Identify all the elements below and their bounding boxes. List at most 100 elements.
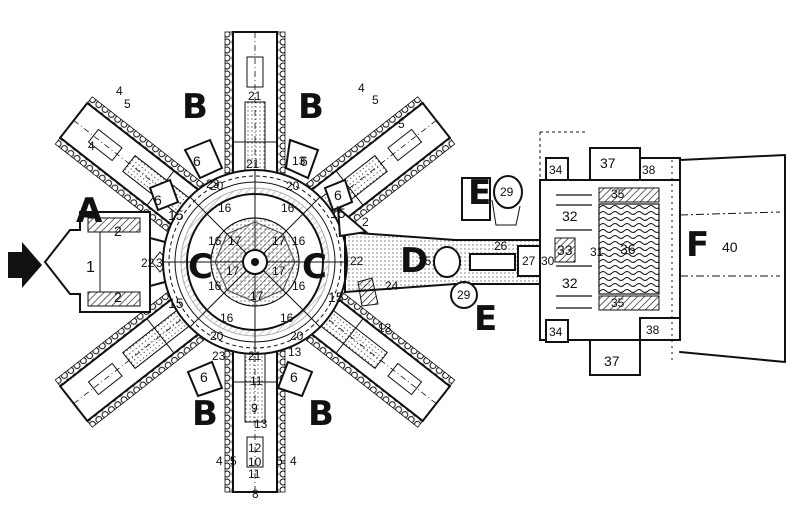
room-number: 13 xyxy=(378,321,392,335)
room-number: 17 xyxy=(226,264,240,278)
zone-label-f: F xyxy=(686,225,709,265)
room-number: 32 xyxy=(562,275,578,291)
room-number: 5 xyxy=(372,93,379,107)
room-numbers: 1 2 2 22 3 15 15 15 15 2 22 24 13 16 16 … xyxy=(86,81,738,501)
room-number: 23 xyxy=(212,349,226,363)
room-number: 16 xyxy=(220,311,234,325)
room-number: 17 xyxy=(272,234,286,248)
entrance-arrow-icon xyxy=(8,242,42,288)
room-number: 20 xyxy=(286,179,300,193)
room-number: 2 xyxy=(114,289,122,305)
room-number: 16 xyxy=(281,201,295,215)
room-number: 35 xyxy=(611,296,625,310)
room-number: 5 xyxy=(124,97,131,111)
room-number: 24 xyxy=(385,279,399,293)
zone-label-d: D xyxy=(400,241,428,281)
room-number: 2 xyxy=(362,215,369,229)
room-number: 31 xyxy=(590,245,604,259)
room-number: 27 xyxy=(522,254,536,268)
room-number: 6 xyxy=(154,192,162,208)
room-number: 5 xyxy=(276,454,283,468)
room-number: 40 xyxy=(722,239,738,255)
room-number: 21 xyxy=(246,157,260,171)
zone-label-b: B xyxy=(308,394,334,434)
room-number: 2 xyxy=(114,223,122,239)
room-number: 16 xyxy=(208,279,222,293)
room-number: 26 xyxy=(494,239,508,253)
central-rotunda xyxy=(162,169,348,355)
room-number: 4 xyxy=(216,454,223,468)
room-number: 4 xyxy=(290,454,297,468)
room-number: 15 xyxy=(168,207,184,223)
zone-label-b: B xyxy=(192,394,218,434)
zone-label-c: C xyxy=(188,247,213,287)
zone-label-b: B xyxy=(298,87,324,127)
room-number: 22 xyxy=(350,254,364,268)
room-number: 13 xyxy=(292,154,306,168)
room-number: 16 xyxy=(208,234,222,248)
room-number: 22 xyxy=(141,256,155,270)
zone-label-a: A xyxy=(76,191,103,231)
room-number: 16 xyxy=(292,234,306,248)
room-number: 11 xyxy=(248,467,261,481)
room-number: 37 xyxy=(604,353,620,369)
room-number: 21 xyxy=(248,89,262,103)
room-number: 5 xyxy=(230,454,237,468)
room-number: 6 xyxy=(334,187,342,203)
room-number: 6 xyxy=(300,153,308,169)
room-number: 1 xyxy=(86,259,95,276)
zone-label-e: E xyxy=(474,299,497,339)
room-number: 4 xyxy=(358,81,365,95)
room-number: 36 xyxy=(620,241,636,257)
room-number: 23 xyxy=(206,177,220,191)
room-number: 29 xyxy=(500,185,514,199)
room-number: 8 xyxy=(252,487,259,501)
room-number: 34 xyxy=(549,325,563,339)
zone-label-b: B xyxy=(182,87,208,127)
service-block xyxy=(539,131,786,376)
room-number: 11 xyxy=(250,374,263,388)
room-number: 16 xyxy=(280,311,294,325)
central-corridor xyxy=(336,205,541,307)
room-number: 20 xyxy=(210,179,224,193)
room-number: 15 xyxy=(330,205,346,221)
guard-posts xyxy=(148,138,354,398)
room-number: 13 xyxy=(254,417,268,431)
room-number: 17 xyxy=(228,234,242,248)
room-number: 20 xyxy=(210,329,224,343)
room-number: 3 xyxy=(156,256,163,270)
room-number: 4 xyxy=(116,84,123,98)
room-number: 17 xyxy=(272,264,286,278)
room-number: 32 xyxy=(562,208,578,224)
room-number: 33 xyxy=(557,242,573,258)
room-number: 38 xyxy=(646,323,660,337)
room-number: 16 xyxy=(292,279,306,293)
room-number: 37 xyxy=(600,155,616,171)
room-number: 13 xyxy=(288,345,302,359)
room-number: 30 xyxy=(541,254,555,268)
room-number: 15 xyxy=(168,295,184,311)
room-number: 17 xyxy=(250,289,264,303)
room-number: 12 xyxy=(248,441,262,455)
room-number: 29 xyxy=(457,288,471,302)
room-number: 6 xyxy=(290,369,298,385)
room-number: 20 xyxy=(290,329,304,343)
room-number: 35 xyxy=(611,187,625,201)
zone-label-e: E xyxy=(468,173,491,213)
entrance-block xyxy=(43,211,196,313)
room-number: 10 xyxy=(248,455,262,469)
annex-buildings xyxy=(450,175,523,309)
room-number: 34 xyxy=(549,163,563,177)
room-number: 6 xyxy=(193,153,201,169)
room-number: 38 xyxy=(642,163,656,177)
room-number: 15 xyxy=(328,289,344,305)
zone-label-c: C xyxy=(302,247,327,287)
room-number: 25 xyxy=(418,254,432,268)
room-number: 21 xyxy=(248,349,262,363)
room-number: 5 xyxy=(398,117,405,131)
room-number: 6 xyxy=(200,369,208,385)
room-number: 9 xyxy=(251,401,258,415)
room-number: 16 xyxy=(218,201,232,215)
room-number: 4 xyxy=(88,139,95,153)
